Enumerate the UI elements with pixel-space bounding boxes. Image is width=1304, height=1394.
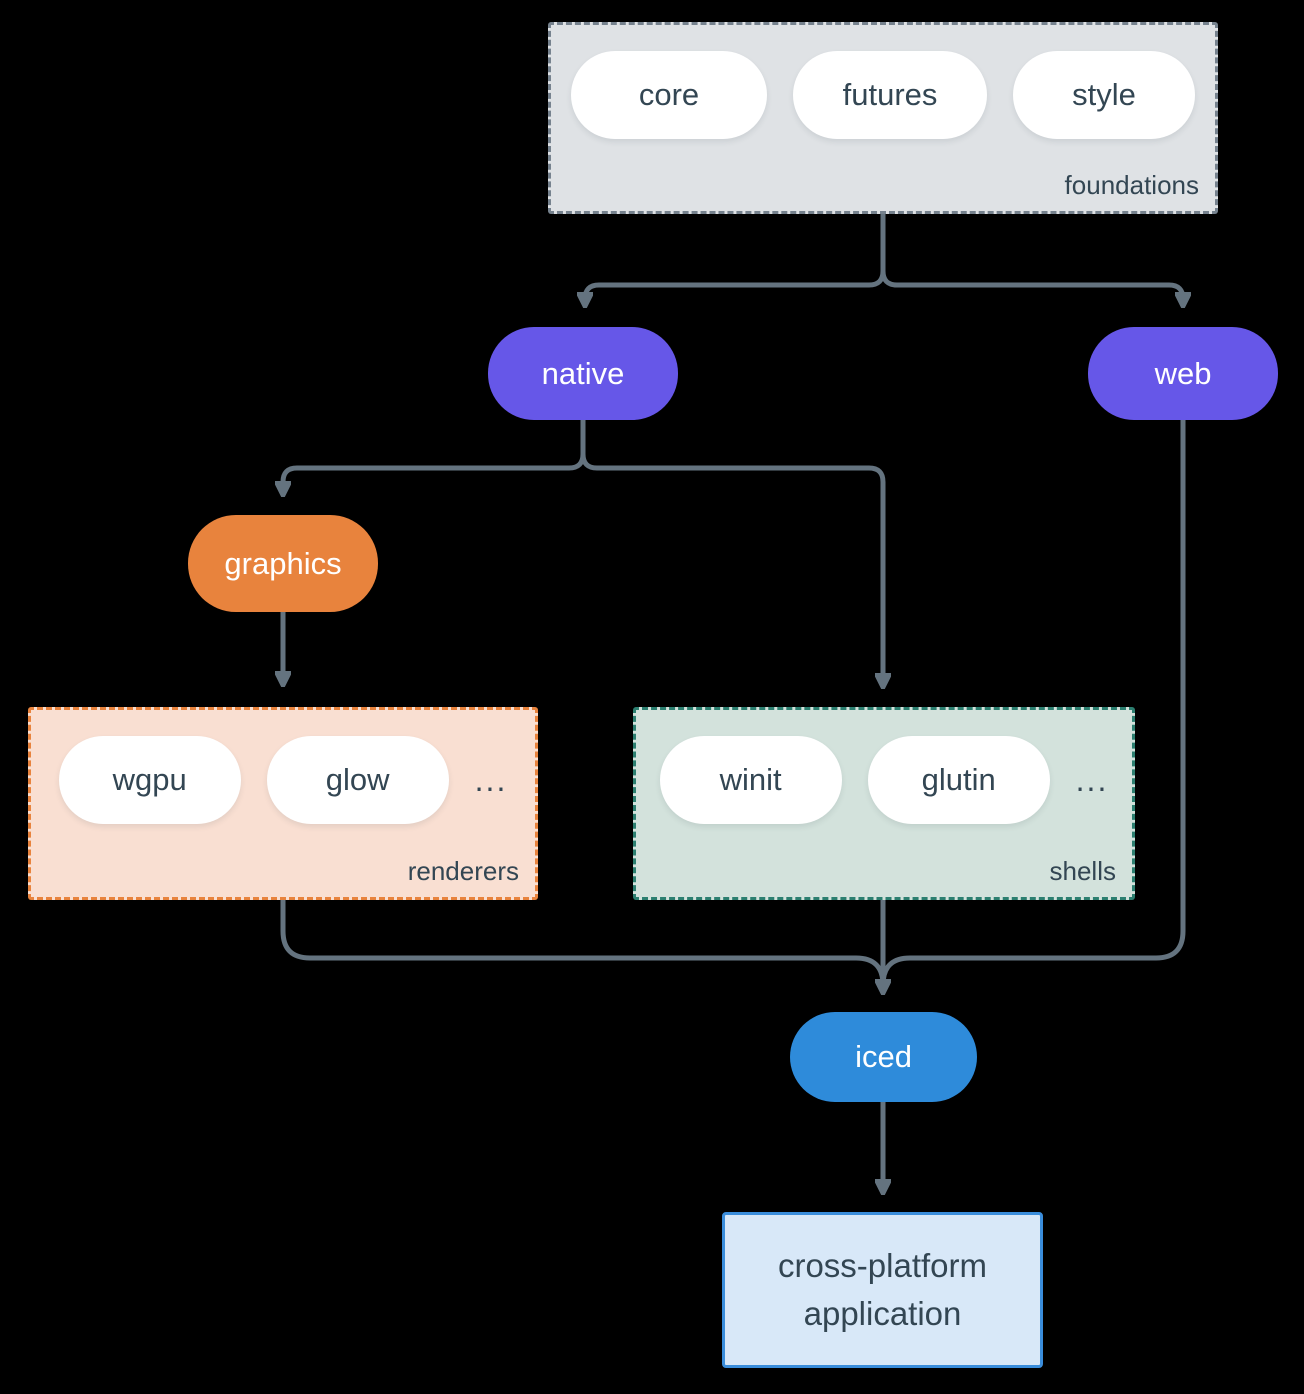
shells-ellipsis: ... (1075, 761, 1109, 798)
node-web: web (1088, 327, 1278, 420)
renderers-group: wgpu glow ... renderers (28, 707, 538, 900)
edge-web-merge (880, 420, 1186, 986)
pill-glow: glow (266, 736, 449, 824)
pill-glutin: glutin (867, 736, 1050, 824)
pill-wgpu: wgpu (58, 736, 241, 824)
node-iced: iced (790, 1012, 977, 1102)
pill-style: style (1013, 51, 1195, 139)
pill-winit: winit (659, 736, 842, 824)
edge-foundations-native (585, 214, 886, 305)
renderers-ellipsis: ... (474, 761, 508, 798)
edge-renderers-merge (280, 900, 886, 986)
node-graphics: graphics (188, 515, 378, 612)
application-box: cross-platform application (722, 1212, 1043, 1368)
application-label-line1: cross-platform (777, 1247, 988, 1284)
foundations-pill-row: core futures style (551, 51, 1215, 139)
shells-group: winit glutin ... shells (633, 707, 1135, 900)
pill-core: core (571, 51, 767, 139)
edge-native-shells (580, 420, 883, 686)
shells-pill-row: winit glutin ... (636, 736, 1132, 824)
shells-group-label: shells (1049, 856, 1116, 886)
renderers-pill-row: wgpu glow ... (31, 736, 535, 824)
pill-futures: futures (793, 51, 987, 139)
application-label-line2: application (803, 1295, 962, 1332)
node-native: native (488, 327, 678, 420)
foundations-group: core futures style foundations (548, 22, 1218, 214)
edge-native-graphics (283, 420, 586, 494)
edge-foundations-web (880, 214, 1183, 305)
foundations-group-label: foundations (1064, 170, 1199, 200)
renderers-group-label: renderers (407, 856, 519, 886)
